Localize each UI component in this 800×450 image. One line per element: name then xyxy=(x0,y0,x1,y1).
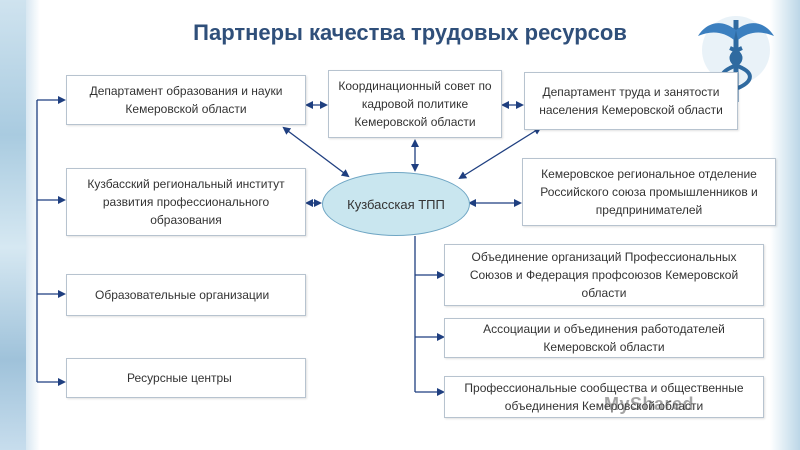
arrow-center-labor xyxy=(458,126,542,180)
watermark-text: MyShared xyxy=(604,394,695,414)
box-employers: Ассоциации и объединения работодателей К… xyxy=(444,318,764,358)
page-title: Партнеры качества трудовых ресурсов xyxy=(193,20,627,45)
arrow-center-education xyxy=(282,126,350,178)
box-trade-unions: Объединение организаций Профессиональных… xyxy=(444,244,764,306)
decorative-left-strip xyxy=(0,0,26,450)
box-coordination-council: Координационный совет по кадровой полити… xyxy=(328,70,502,138)
box-resource-centers: Ресурсные центры xyxy=(66,358,306,398)
box-kuzbass-institute: Кузбасский региональный институт развити… xyxy=(66,168,306,236)
box-dept-education: Департамент образования и науки Кемеровс… xyxy=(66,75,306,125)
box-edu-orgs: Образовательные организации xyxy=(66,274,306,316)
box-prof-communities: Профессиональные сообщества и общественн… xyxy=(444,376,764,418)
box-rspp: Кемеровское региональное отделение Росси… xyxy=(522,158,776,226)
box-dept-labor: Департамент труда и занятости населения … xyxy=(524,72,738,130)
center-kuzbass-tpp: Кузбасская ТПП xyxy=(322,172,470,236)
